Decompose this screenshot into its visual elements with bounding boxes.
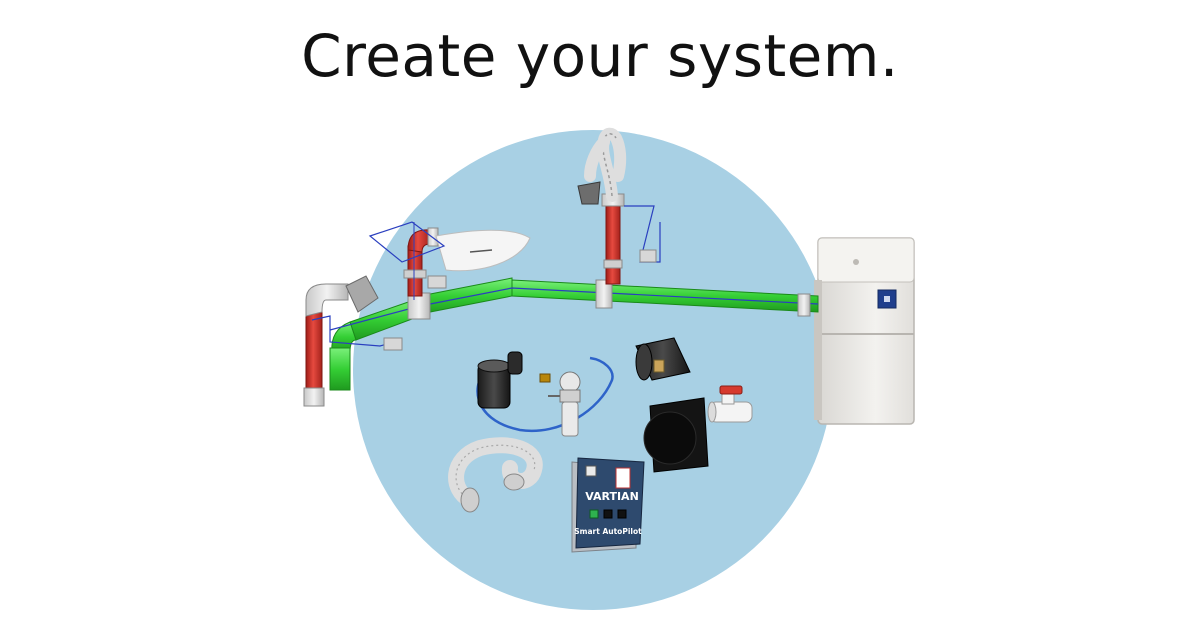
ball-valve-icon: [707, 385, 753, 423]
air-regulator-filter-icon: [476, 351, 614, 437]
smart-autopilot-controller-icon: VARTIAN Smart AutoPilot: [571, 457, 645, 553]
flex-hose-icon: [448, 437, 543, 513]
controller-model: Smart AutoPilot: [574, 527, 642, 536]
dust-collector-unit-icon: [814, 237, 915, 425]
blast-gate-icon: [368, 221, 531, 300]
hose-adapter-icon: [303, 275, 403, 407]
controller-brand: VARTIAN: [585, 490, 639, 503]
duct-network-icon: [329, 277, 819, 391]
flex-arm-hood-icon: [577, 127, 661, 285]
page-title: Create your system.: [301, 22, 899, 90]
square-to-round-adapter-icon: [635, 337, 709, 473]
